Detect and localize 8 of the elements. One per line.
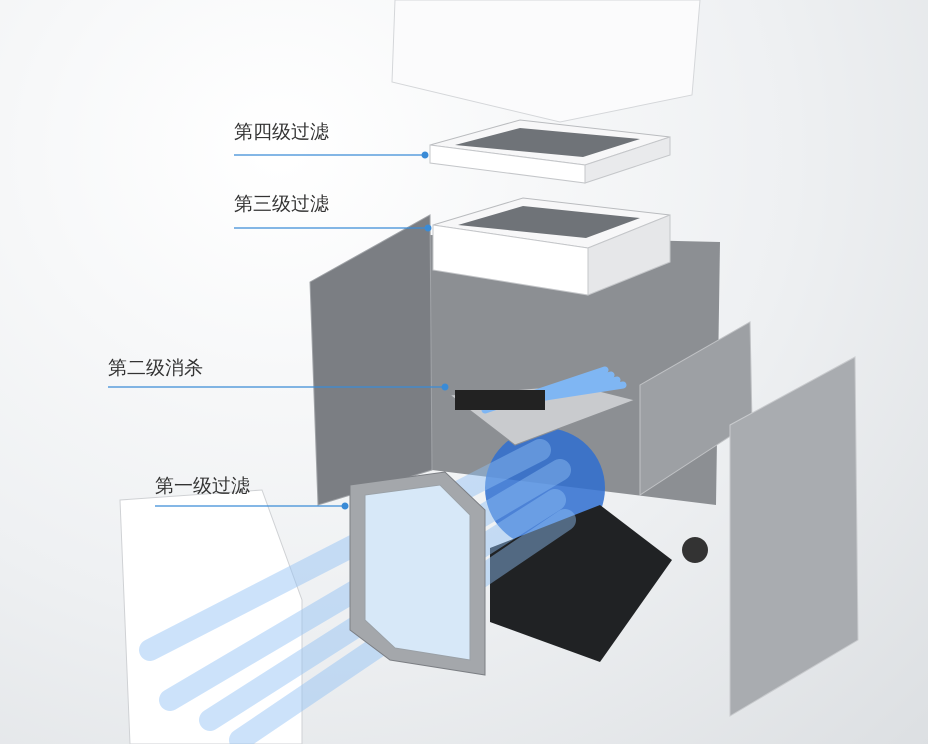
part-label: 第二级消杀 bbox=[108, 356, 238, 387]
part-label: 第三级过滤 bbox=[234, 192, 364, 228]
leader-line bbox=[234, 152, 428, 158]
part-label: 第四级过滤 bbox=[234, 120, 364, 155]
part-label: 第一级过滤 bbox=[155, 474, 285, 506]
leader-line bbox=[155, 502, 348, 510]
leader-line bbox=[108, 384, 448, 390]
leader-line bbox=[234, 224, 432, 232]
